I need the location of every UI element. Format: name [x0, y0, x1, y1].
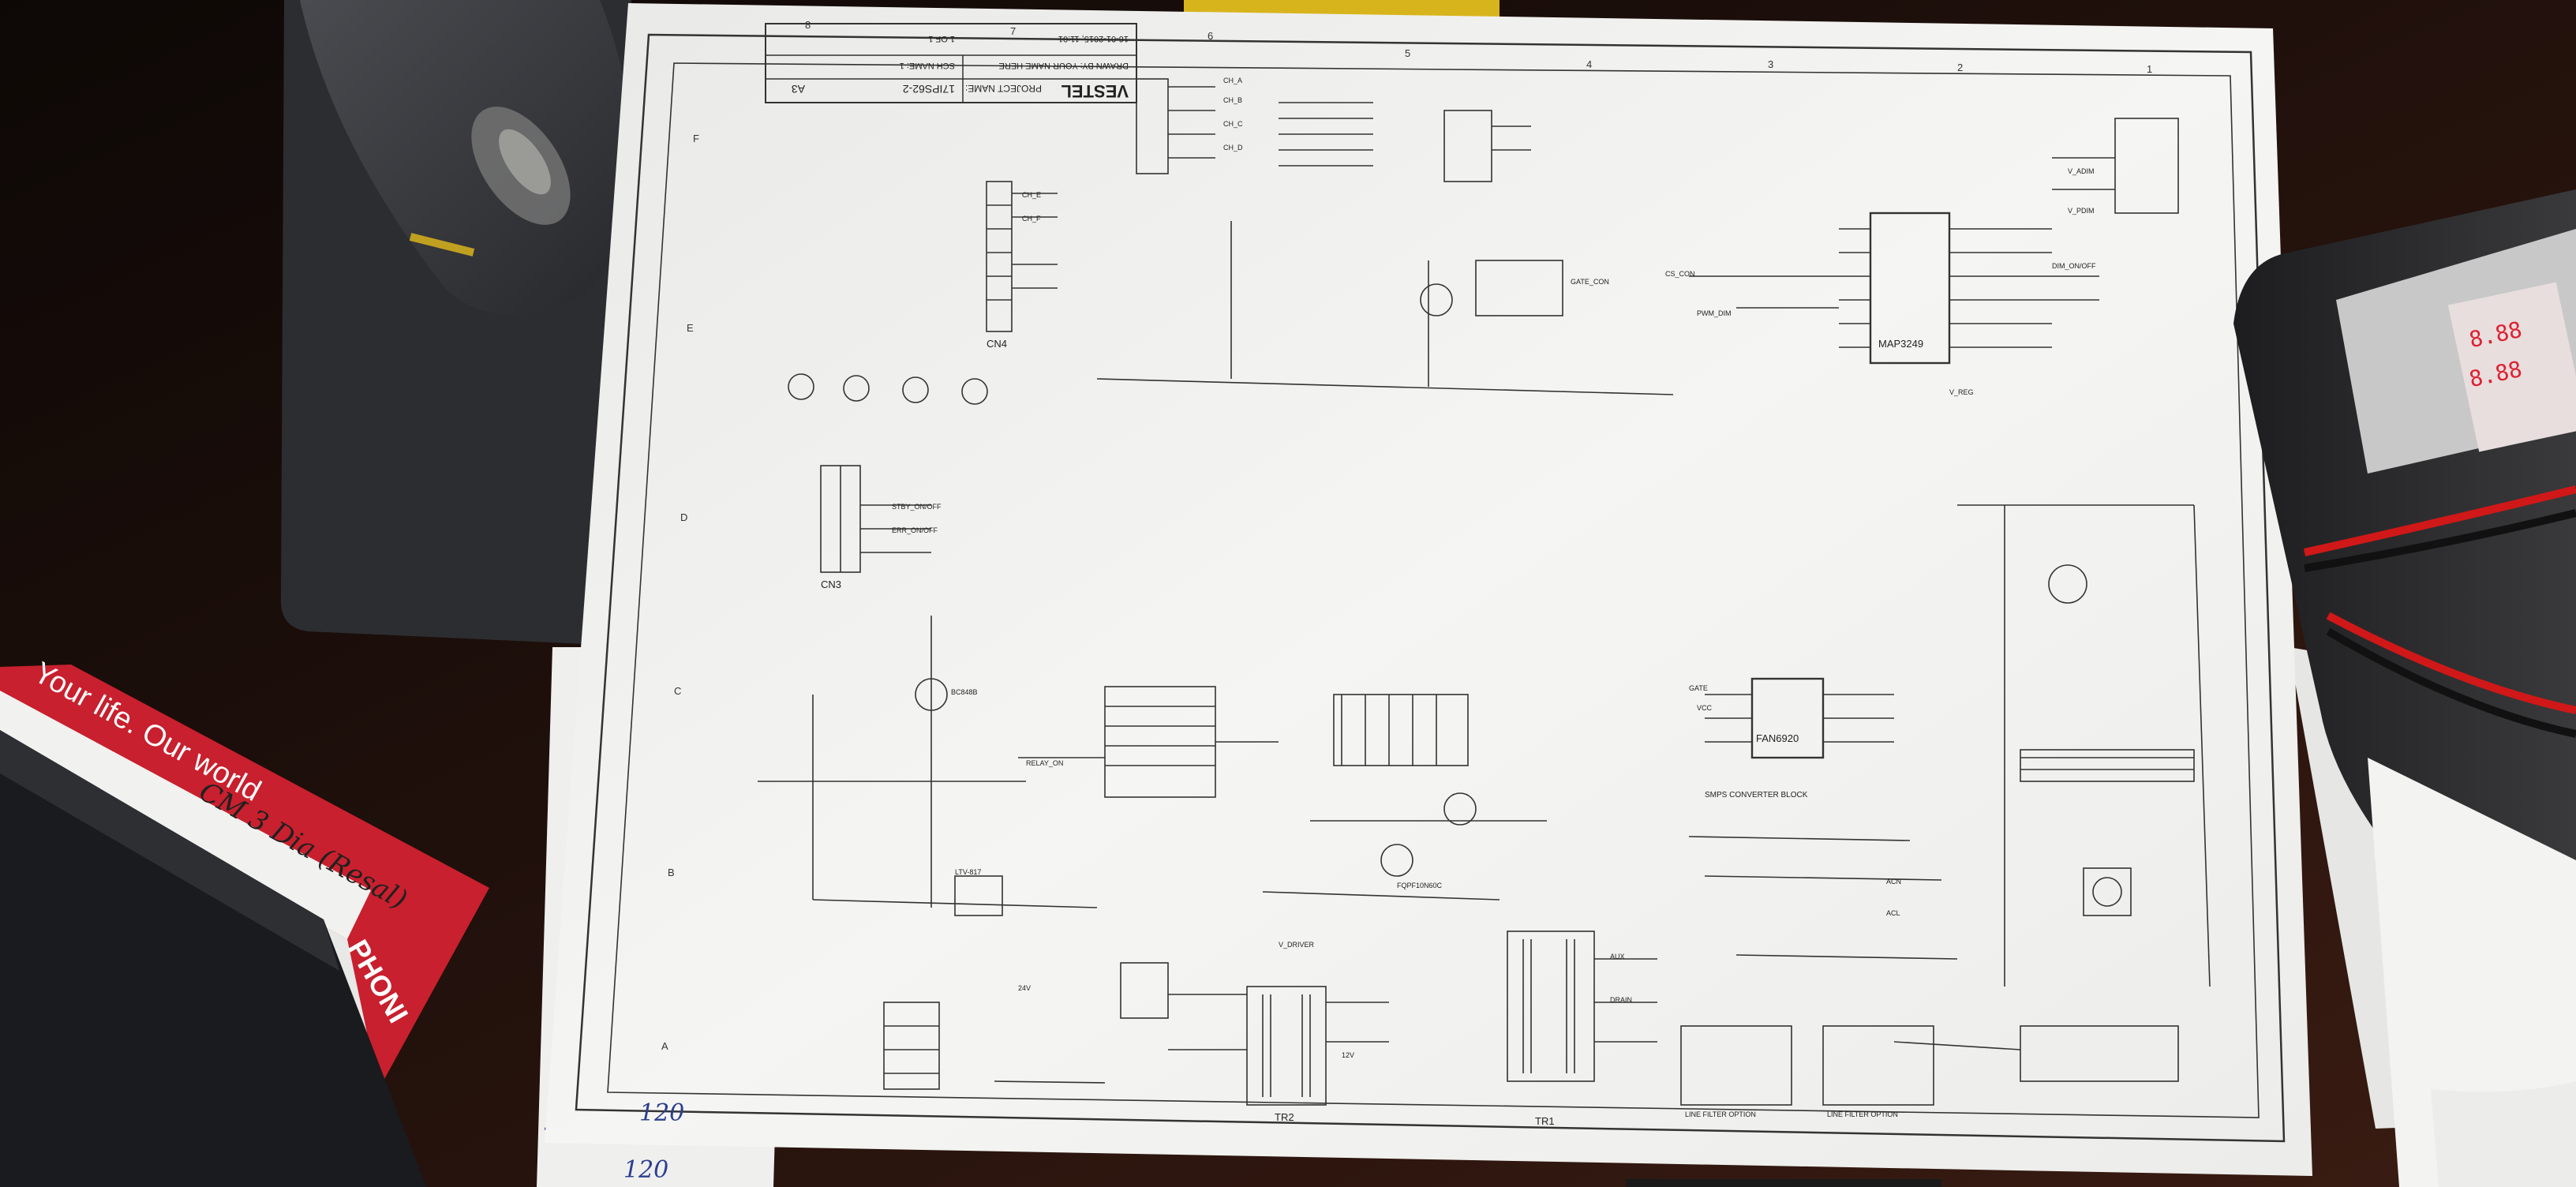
net-label: ACL	[1886, 909, 1900, 917]
project-name-value: 17IPS62-2	[903, 83, 955, 95]
smps-caption: SMPS CONVERTER BLOCK	[1705, 791, 1808, 799]
zone-number: 1	[2147, 63, 2152, 75]
zone-letter: A	[661, 1040, 668, 1052]
net-label: V_DRIVER	[1279, 941, 1315, 949]
net-label: ERR_ON/OFF	[892, 526, 938, 534]
ic-fan6920-label: FAN6920	[1756, 732, 1799, 744]
zone-letter: D	[680, 511, 687, 523]
sheet-number: 1 OF 1	[928, 34, 955, 43]
net-label: CH_E	[1022, 191, 1041, 199]
mosfet-label: FQPF10N60C	[1397, 882, 1443, 889]
net-label: GATE_CON	[1571, 278, 1609, 286]
date-field: 16-01-2015, 11:01	[1058, 34, 1129, 43]
connector-cn4-label: CN4	[987, 338, 1007, 350]
title-block: VESTEL PROJECT NAME: 17IPS62-2 A3 DRAWN …	[765, 23, 1137, 103]
connector-cn3-label: CN3	[821, 579, 841, 590]
net-label: GATE	[1689, 684, 1708, 692]
net-label: V_REG	[1949, 388, 1974, 396]
net-label: VCC	[1697, 704, 1713, 712]
net-label: RELAY_ON	[1026, 759, 1063, 767]
net-label: ACN	[1886, 878, 1901, 886]
zone-number: 7	[1010, 25, 1016, 37]
zone-letter: C	[674, 685, 681, 697]
transformer-tr2-label: TR2	[1275, 1111, 1294, 1123]
ic-map3249-label: MAP3249	[1878, 338, 1923, 350]
zone-number: 6	[1208, 30, 1213, 42]
net-label: V_ADIM	[2068, 167, 2095, 175]
optocoupler-label: LTV-817	[955, 868, 981, 876]
handwritten-note: 120	[639, 1099, 684, 1127]
sheet-size: A3	[792, 83, 805, 95]
net-label: 12V	[1342, 1051, 1354, 1059]
net-label: DIM_ON/OFF	[2052, 262, 2096, 270]
zone-number: 4	[1586, 58, 1592, 70]
zone-letter: B	[668, 867, 675, 878]
net-label: CS_CON	[1665, 270, 1695, 278]
net-label: CH_F	[1022, 215, 1041, 223]
zone-number: 5	[1405, 47, 1410, 59]
computer-mouse[interactable]	[300, 0, 631, 315]
zone-number: 8	[805, 19, 811, 31]
sch-name: SCH NAME: 1	[900, 61, 955, 70]
zone-letter: E	[687, 322, 694, 334]
net-label: 24V	[1018, 984, 1031, 992]
line-filter-label-right: LINE FILTER OPTION	[1827, 1110, 1898, 1118]
handwritten-note: 120	[623, 1156, 668, 1184]
zone-number: 2	[1957, 62, 1963, 73]
transformer-tr1-label: TR1	[1535, 1115, 1555, 1127]
drawn-by: DRAWN BY: YOUR NAME HERE	[999, 61, 1129, 70]
net-labels: V_REG DIM_ON/OFF V_ADIM V_PDIM CH_A CH_B…	[892, 77, 2096, 1059]
zone-number: 3	[1768, 58, 1773, 70]
title-brand: VESTEL	[1061, 81, 1129, 101]
bench-power-supply: 8.88 8.88	[2233, 189, 2576, 908]
schematic-sheet	[545, 3, 2312, 1176]
net-label: AUX	[1610, 953, 1625, 960]
zone-letter: F	[693, 133, 699, 144]
net-label: V_PDIM	[2068, 207, 2095, 215]
net-label: CH_D	[1223, 144, 1243, 152]
line-filter-label-left: LINE FILTER OPTION	[1685, 1110, 1756, 1118]
net-label: STBY_ON/OFF	[892, 503, 942, 511]
net-label: DRAIN	[1610, 996, 1632, 1004]
net-label: CH_A	[1223, 77, 1242, 84]
net-label: PWM_DIM	[1697, 309, 1732, 317]
project-name-label: PROJECT NAME:	[965, 83, 1042, 94]
transistor-label: BC848B	[951, 688, 978, 696]
schematic-circuit	[758, 78, 2211, 1106]
net-label: CH_B	[1223, 96, 1242, 104]
net-label: CH_C	[1223, 120, 1243, 128]
border-zone-markers: 8 7 6 5 4 3 2 1 F E D C B A	[661, 19, 2152, 1052]
